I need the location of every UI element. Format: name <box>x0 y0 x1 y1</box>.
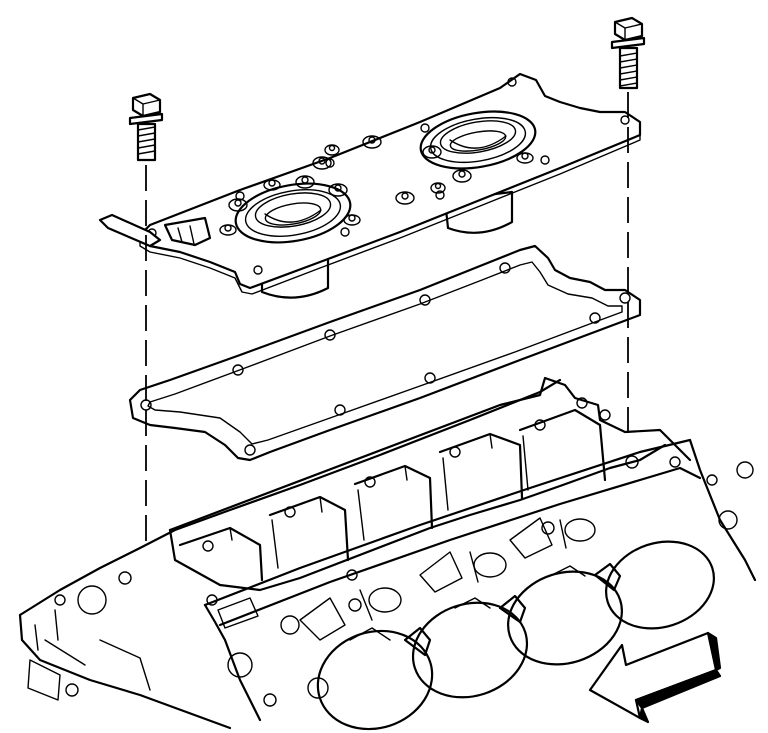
bolt-right-icon <box>610 16 646 90</box>
engine-block <box>18 376 757 731</box>
bolt <box>128 16 646 162</box>
cover-plate <box>98 72 642 299</box>
gasket <box>128 244 642 462</box>
bolt-left-icon <box>128 92 164 162</box>
arrow-left-icon <box>588 631 722 724</box>
alignment-lines <box>145 92 629 548</box>
